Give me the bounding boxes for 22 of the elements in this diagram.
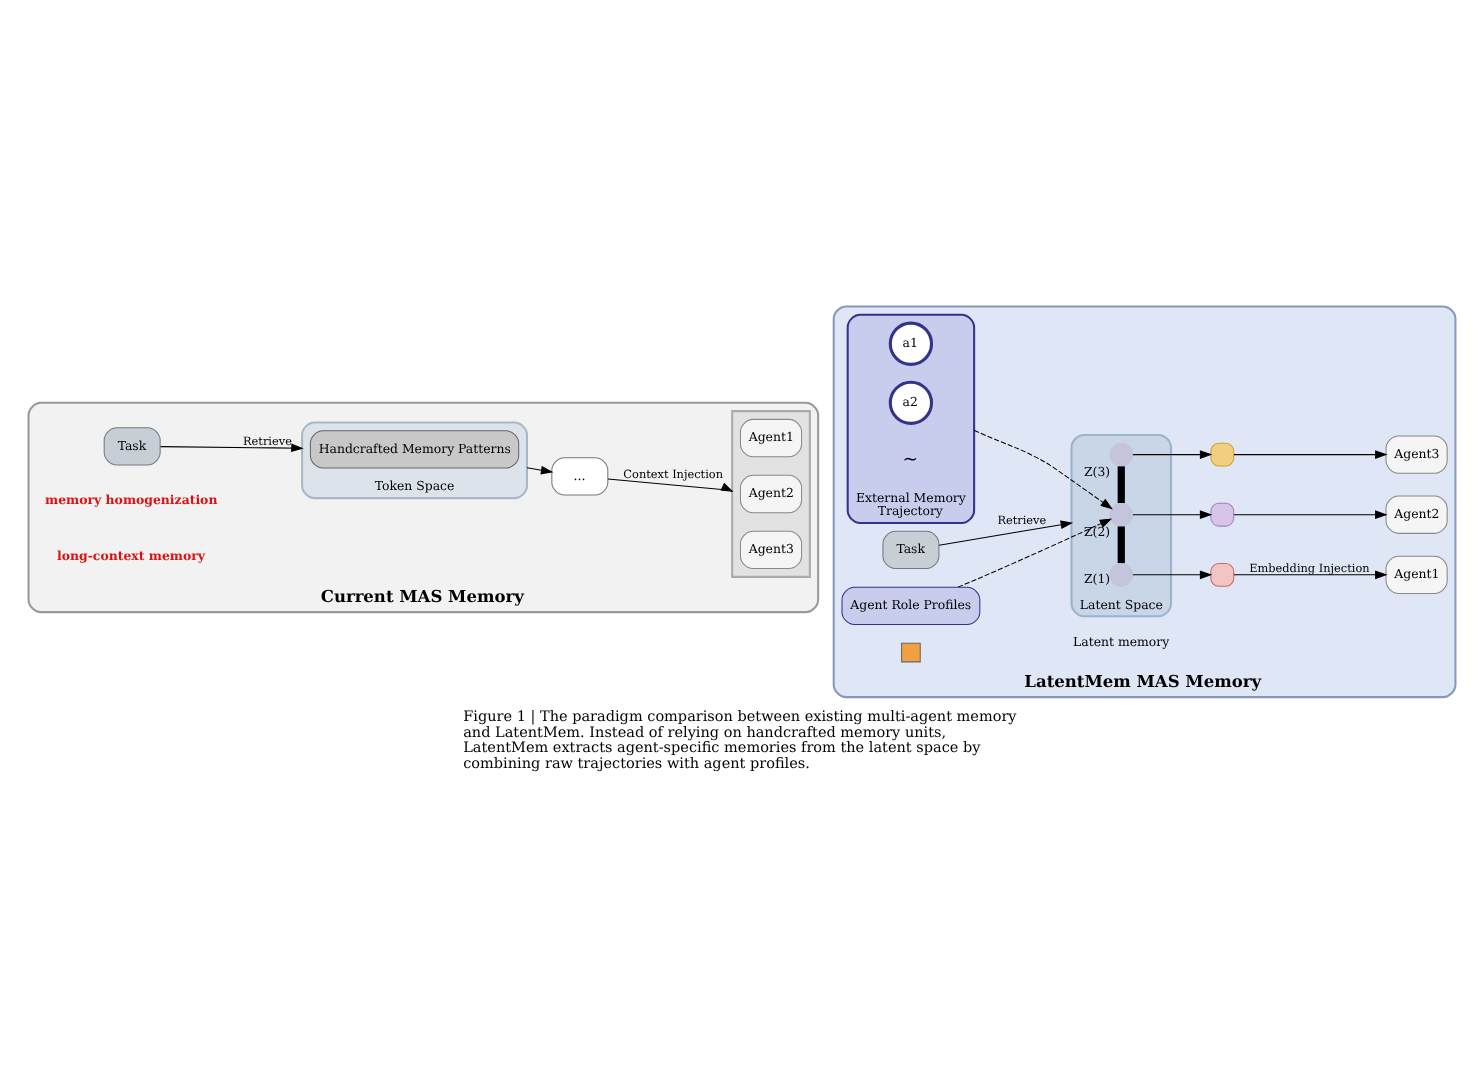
arrow <box>973 428 1113 509</box>
label: ~ <box>902 448 919 471</box>
node-circle <box>1109 561 1134 586</box>
node-circle <box>1109 441 1134 466</box>
arrow <box>1233 449 1388 458</box>
arrow <box>526 464 554 474</box>
arrow <box>957 517 1113 587</box>
arrow <box>938 519 1074 545</box>
node-box <box>1210 441 1235 466</box>
node-box <box>1210 561 1235 586</box>
arrow <box>1132 449 1213 458</box>
node-box <box>1210 501 1235 526</box>
arrow <box>1233 509 1388 519</box>
arrow <box>1132 509 1213 519</box>
arrow <box>607 477 734 491</box>
connector <box>1117 525 1125 563</box>
arrow <box>1233 569 1388 579</box>
cluster <box>731 409 811 577</box>
connector <box>1117 465 1125 502</box>
arrow <box>1132 569 1213 579</box>
node-circle <box>1109 501 1134 526</box>
arrow <box>160 442 304 452</box>
